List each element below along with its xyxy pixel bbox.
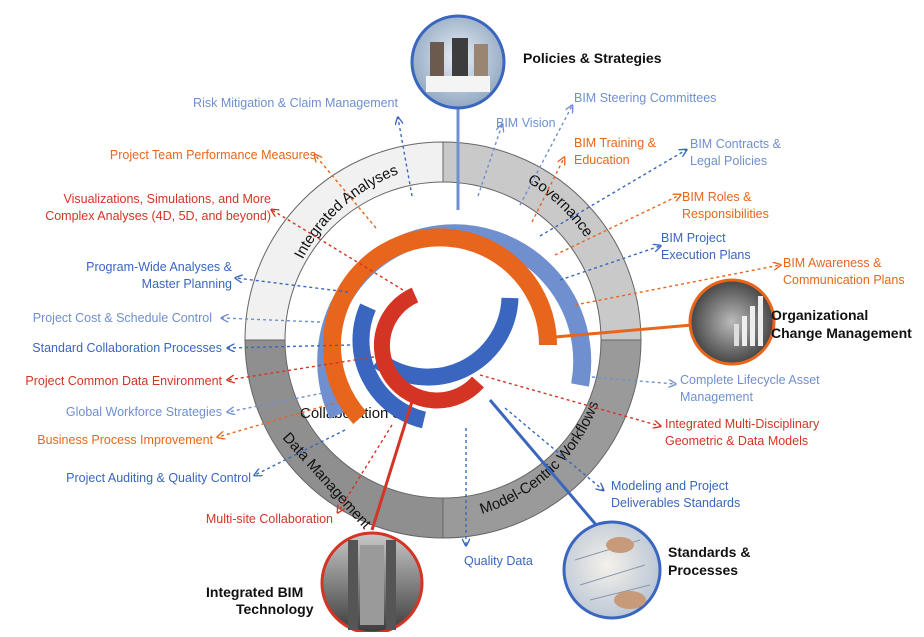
- header-change-management: Change Management: [771, 325, 912, 341]
- label-multisite: Multi-site Collaboration: [206, 512, 333, 526]
- photo-standards: [562, 520, 662, 620]
- photo-integrated-bim: [320, 531, 424, 635]
- arc-blue-right: [372, 297, 519, 386]
- header-policies-strategies: Policies & Strategies: [523, 50, 662, 66]
- label-execution-2: Execution Plans: [661, 248, 751, 262]
- label-program-wide-1: Program-Wide Analyses &: [86, 260, 233, 274]
- label-training-1: BIM Training &: [574, 136, 657, 150]
- photo-policies: [410, 14, 506, 110]
- label-contracts-1: BIM Contracts &: [690, 137, 782, 151]
- label-cde: Project Common Data Environment: [25, 374, 222, 388]
- arc-red: [373, 287, 484, 409]
- label-lifecycle-2: Management: [680, 390, 753, 404]
- connector-standards: [488, 399, 605, 534]
- label-roles-1: BIM Roles &: [682, 190, 752, 204]
- label-awareness-1: BIM Awareness &: [783, 256, 882, 270]
- label-integrated-models-2: Geometric & Data Models: [665, 434, 808, 448]
- label-execution-1: BIM Project: [661, 231, 726, 245]
- label-training-2: Education: [574, 153, 630, 167]
- label-lifecycle-1: Complete Lifecycle Asset: [680, 373, 820, 387]
- arc-orange: [323, 228, 557, 425]
- label-awareness-2: Communication Plans: [783, 273, 905, 287]
- label-std-collab: Standard Collaboration Processes: [32, 341, 222, 355]
- header-integrated-bim: Integrated BIM: [206, 584, 303, 600]
- label-team-performance: Project Team Performance Measures: [110, 148, 316, 162]
- label-contracts-2: Legal Policies: [690, 154, 767, 168]
- arc-layer: [317, 224, 592, 429]
- dashed-arrows: [218, 106, 780, 545]
- right-labels: BIM Vision BIM Steering Committees BIM T…: [464, 91, 905, 568]
- label-visualizations-1: Visualizations, Simulations, and More: [63, 192, 271, 206]
- photo-organizational: [688, 278, 776, 366]
- label-steering: BIM Steering Committees: [574, 91, 716, 105]
- label-integrated-models-1: Integrated Multi-Disciplinary: [665, 417, 820, 431]
- label-program-wide-2: Master Planning: [142, 277, 232, 291]
- header-technology: Technology: [236, 601, 314, 617]
- label-cost-schedule: Project Cost & Schedule Control: [33, 311, 212, 325]
- header-processes: Processes: [668, 562, 738, 578]
- label-roles-2: Responsibilities: [682, 207, 769, 221]
- connector-organizational: [554, 323, 693, 339]
- header-organizational: Organizational: [771, 307, 868, 323]
- label-modeling-std-2: Deliverables Standards: [611, 496, 740, 510]
- arc-blue-left: [352, 303, 427, 429]
- label-quality-data: Quality Data: [464, 554, 533, 568]
- header-standards: Standards &: [668, 544, 750, 560]
- label-global-workforce: Global Workforce Strategies: [66, 405, 222, 419]
- label-bim-vision: BIM Vision: [496, 116, 556, 130]
- label-risk-mitigation: Risk Mitigation & Claim Management: [193, 96, 398, 110]
- label-modeling-std-1: Modeling and Project: [611, 479, 729, 493]
- label-auditing: Project Auditing & Quality Control: [66, 471, 251, 485]
- left-labels: Risk Mitigation & Claim Management Proje…: [25, 96, 398, 526]
- label-bpi: Business Process Improvement: [37, 433, 213, 447]
- label-visualizations-2: Complex Analyses (4D, 5D, and beyond): [45, 209, 271, 223]
- connector-integrated-bim: [370, 391, 417, 531]
